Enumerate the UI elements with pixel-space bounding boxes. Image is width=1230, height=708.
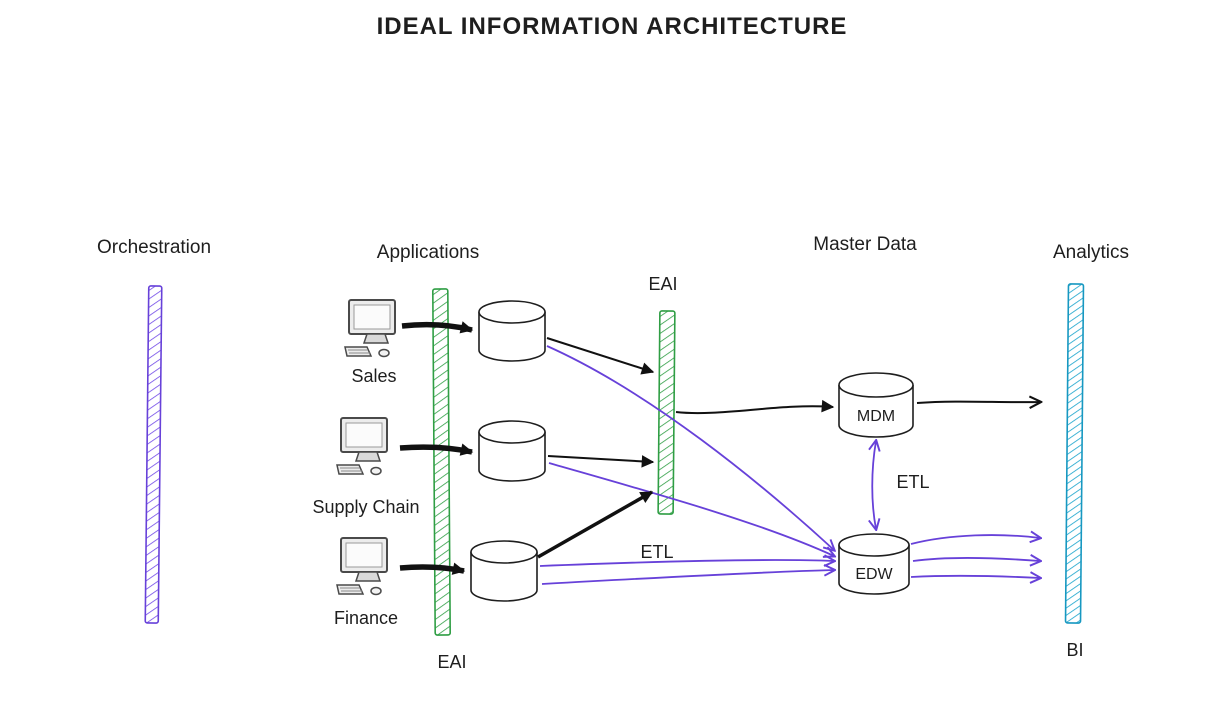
arrow-edw-to-bi-2 xyxy=(912,558,1040,561)
monitor-stand xyxy=(354,451,382,462)
keyboard xyxy=(344,346,373,357)
label-edw: EDW xyxy=(855,566,893,583)
arrow-db3-to-edw-upper xyxy=(539,560,834,566)
keyboard xyxy=(336,464,365,475)
eai-bus-bar-apps xyxy=(432,288,451,636)
cylinder-body xyxy=(838,545,910,595)
cylinder-top xyxy=(838,533,910,557)
column-label-analytics: Analytics xyxy=(1053,242,1129,263)
cylinder-top xyxy=(478,420,546,444)
label-bi: BI xyxy=(1066,640,1083,660)
arrow-eai-to-mdm xyxy=(675,399,835,415)
app-db-sales xyxy=(478,300,546,362)
label-sales: Sales xyxy=(351,366,396,386)
cylinder-body xyxy=(838,385,914,438)
cylinder-top xyxy=(478,300,546,324)
column-label-orchestration: Orchestration xyxy=(97,237,211,258)
eai-bus-bar-integration xyxy=(657,310,676,515)
label-finance: Finance xyxy=(334,608,398,628)
label-etl-sources-edw: ETL xyxy=(640,542,673,562)
monitor-stand xyxy=(362,333,390,344)
column-label-master-data: Master Data xyxy=(813,234,917,255)
label-supply-chain: Supply Chain xyxy=(312,497,419,517)
arrow-sales-to-db xyxy=(401,321,474,334)
arrow-db1-to-edw xyxy=(546,345,834,550)
arrow-supply-chain-to-db xyxy=(399,443,474,456)
arrow-db1-to-eai xyxy=(546,337,655,375)
arrow-db3-to-edw-lower xyxy=(541,570,834,585)
app-db-supply-chain xyxy=(478,420,546,482)
computer-icon-sales xyxy=(344,299,396,358)
edw-node: EDW xyxy=(838,533,910,595)
label-eai-integration: EAI xyxy=(648,274,677,294)
cylinder-body xyxy=(478,432,546,482)
diagram-title: IDEAL INFORMATION ARCHITECTURE xyxy=(377,13,848,40)
monitor-stand xyxy=(354,571,382,582)
label-etl-mdm-edw: ETL xyxy=(896,472,929,492)
arrow-edw-to-bi-1 xyxy=(910,535,1040,545)
arrow-mdm-edw-etl xyxy=(872,441,876,529)
monitor-screen xyxy=(353,304,391,330)
computer-icon-supply-chain xyxy=(336,417,388,476)
mouse xyxy=(370,586,382,596)
cylinder-body xyxy=(470,552,538,602)
cylinder-body xyxy=(478,312,546,362)
monitor-screen xyxy=(345,542,383,568)
keyboard xyxy=(336,584,365,595)
label-mdm: MDM xyxy=(857,408,895,425)
label-eai-apps: EAI xyxy=(437,652,466,672)
mdm-node: MDM xyxy=(838,372,914,438)
mouse xyxy=(370,466,382,476)
app-db-finance xyxy=(470,540,538,602)
arrow-db2-to-edw xyxy=(548,462,834,556)
computer-icon-finance xyxy=(336,537,388,596)
orchestration-bus-bar xyxy=(144,285,163,624)
arrow-edw-to-bi-3 xyxy=(910,576,1040,578)
arrow-db3-to-eai xyxy=(537,490,654,559)
arrow-db2-to-eai xyxy=(547,455,655,468)
cylinder-top xyxy=(838,372,914,398)
arrow-mdm-to-analytics xyxy=(916,402,1040,403)
monitor-screen xyxy=(345,422,383,448)
mouse xyxy=(378,348,390,358)
column-label-applications: Applications xyxy=(377,242,479,263)
arrow-finance-to-db xyxy=(399,562,466,575)
analytics-bus-bar xyxy=(1064,283,1085,624)
cylinder-top xyxy=(470,540,538,564)
